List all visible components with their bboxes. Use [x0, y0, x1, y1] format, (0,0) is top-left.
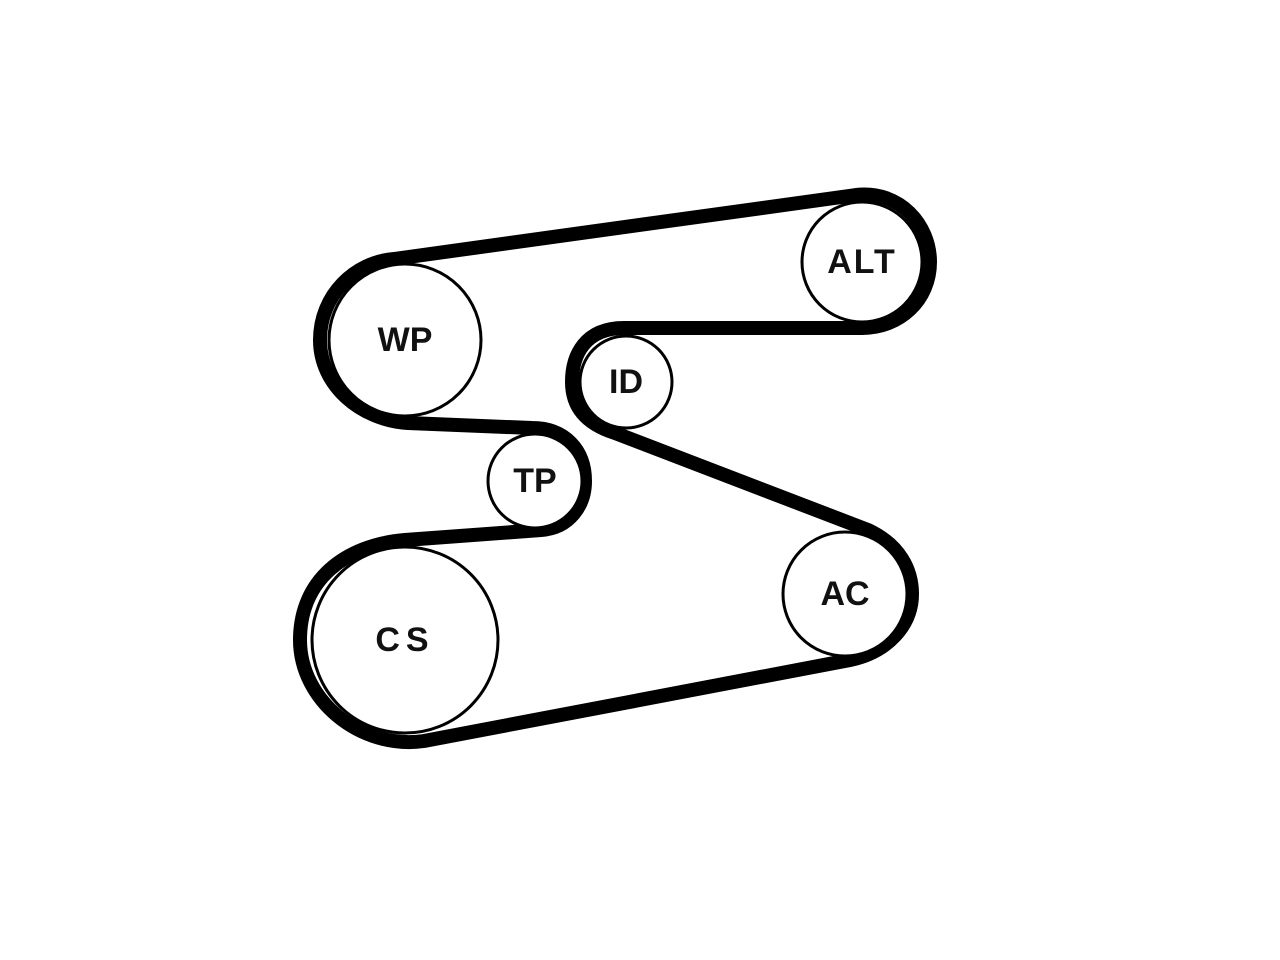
pulley-tp: TP	[486, 432, 584, 530]
serpentine-belt	[293, 187, 937, 750]
pulley-ac-label: AC	[820, 575, 869, 613]
pulley-id: ID	[578, 334, 674, 430]
pulley-id-label: ID	[609, 363, 643, 401]
pulley-alt-label: ALT	[827, 243, 897, 281]
pulley-cs-label: CS	[375, 621, 434, 659]
pulley-alt: ALT	[800, 200, 924, 324]
pulley-cs: CS	[310, 545, 500, 735]
pulley-ac: AC	[781, 530, 909, 658]
pulley-tp-label: TP	[513, 462, 556, 500]
pulley-wp: WP	[327, 262, 483, 418]
pulley-wp-label: WP	[378, 321, 433, 359]
